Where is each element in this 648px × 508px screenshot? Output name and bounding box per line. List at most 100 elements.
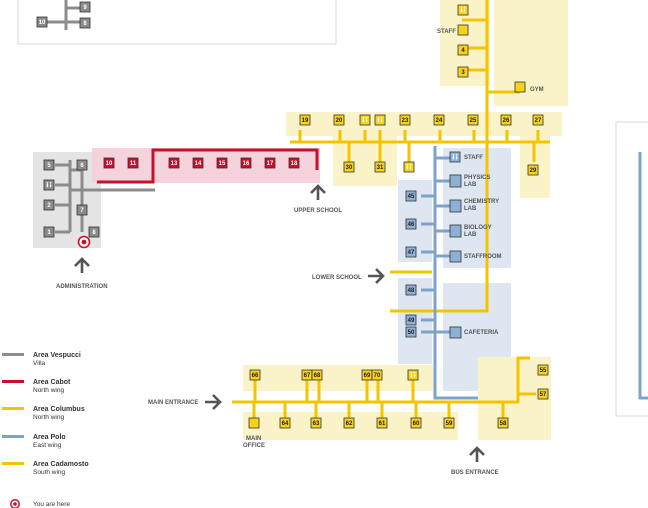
svg-text:3: 3 [461, 70, 465, 76]
room-main-office [248, 417, 260, 429]
svg-text:13: 13 [171, 161, 178, 167]
svg-text:10: 10 [39, 20, 46, 26]
biology-lab-label: BIOLOGY [464, 225, 492, 231]
main-office-label: MAIN [246, 436, 261, 442]
svg-text:25: 25 [470, 118, 477, 124]
svg-text:57: 57 [540, 392, 547, 398]
svg-text:11: 11 [130, 161, 137, 167]
legend-sub-cadamosto: South wing [33, 469, 66, 476]
room-64: 64 [279, 417, 291, 429]
legend-swatch-columbus [2, 407, 24, 410]
legend-sub-vespucci: Villa [33, 360, 46, 367]
svg-text:61: 61 [379, 421, 386, 427]
room-63: 63 [310, 417, 322, 429]
administration-label: ADMINISTRATION [56, 284, 108, 290]
svg-text:18: 18 [291, 161, 298, 167]
room-66: 66 [249, 369, 261, 381]
room-7: 7 [76, 204, 88, 216]
legend-sub-cabot: North wing [33, 387, 64, 394]
staff-north-label: STAFF [437, 29, 456, 35]
legend-name-columbus: Area Columbus [33, 406, 85, 413]
room-2: 2 [43, 199, 55, 211]
main-office-label-2: OFFICE [243, 443, 265, 449]
svg-text:68: 68 [314, 373, 321, 379]
bus-entrance-arrow-icon [469, 446, 485, 462]
svg-text:10: 10 [106, 161, 113, 167]
svg-text:49: 49 [408, 318, 415, 324]
svg-text:7: 7 [80, 208, 84, 214]
svg-text:4: 4 [461, 48, 465, 54]
room-3: 3 [457, 66, 469, 78]
area-columbus-top [286, 112, 562, 136]
room-60: 60 [410, 417, 422, 429]
lower-school-label: LOWER SCHOOL [312, 275, 362, 281]
room-5: 5 [43, 159, 55, 171]
room-10: 10 [103, 157, 115, 169]
room-restroom-south [407, 369, 419, 381]
physics-lab-label-2: LAB [464, 182, 477, 188]
svg-text:60: 60 [413, 421, 420, 427]
chemistry-lab-label: CHEMISTRY [464, 199, 499, 205]
room-physics [449, 174, 462, 188]
legend-name-polo: Area Polo [33, 434, 66, 441]
svg-text:17: 17 [267, 161, 274, 167]
legend-target-icon [10, 499, 20, 508]
svg-text:55: 55 [540, 368, 547, 374]
legend-you-are-here: You are here [10, 499, 70, 508]
svg-text:14: 14 [195, 161, 202, 167]
room-11: 11 [127, 157, 139, 169]
svg-text:64: 64 [282, 421, 289, 427]
legend-item-cabot: Area Cabot North wing [2, 379, 71, 394]
room-restroom-vespucci [43, 179, 55, 191]
room-30: 30 [343, 161, 355, 173]
room-61: 61 [376, 417, 388, 429]
room-staffroom [449, 250, 462, 263]
svg-text:9: 9 [83, 5, 87, 11]
room-14: 14 [192, 157, 204, 169]
svg-text:48: 48 [408, 288, 415, 294]
room-18: 18 [288, 157, 300, 169]
corridor-cadamosto [232, 356, 536, 418]
room-8: 8 [88, 226, 100, 238]
room-19: 19 [299, 114, 311, 126]
legend-swatch-cadamosto [2, 462, 24, 465]
room-gym [514, 81, 526, 93]
staffroom-label: STAFFROOM [464, 254, 502, 260]
area-cadamosto-top [243, 365, 433, 391]
upper-school-label: UPPER SCHOOL [294, 208, 342, 214]
svg-text:2: 2 [47, 203, 51, 209]
administration-arrow-icon [74, 257, 90, 273]
room-27: 27 [532, 114, 544, 126]
main-entrance-label: MAIN ENTRANCE [148, 400, 198, 406]
room-46: 46 [405, 218, 417, 230]
legend-name-cadamosto: Area Cadamosto [33, 461, 89, 468]
room-6: 6 [76, 159, 88, 171]
legend-sub-polo: East wing [33, 442, 62, 449]
room-26: 26 [500, 114, 512, 126]
area-right-box [615, 121, 648, 417]
room-restroom-top-1 [359, 114, 371, 126]
room-biology [449, 224, 462, 238]
room-staff-north [457, 24, 469, 36]
room-cafeteria [449, 326, 462, 339]
room-50: 50 [405, 326, 417, 338]
svg-text:27: 27 [535, 118, 542, 124]
legend-name-vespucci: Area Vespucci [33, 352, 81, 359]
room-29: 29 [527, 164, 539, 176]
svg-text:70: 70 [374, 373, 381, 379]
room-49: 49 [405, 314, 417, 326]
room-15: 15 [216, 157, 228, 169]
room-67: 67 [301, 369, 313, 381]
area-columbus-mid [333, 136, 397, 186]
main-entrance-arrow-icon [205, 394, 222, 410]
svg-text:45: 45 [408, 194, 415, 200]
legend-swatch-vespucci [2, 353, 24, 356]
legend-swatch-cabot [2, 380, 24, 383]
room-restroom-north [457, 4, 469, 16]
room-restroom-polo [449, 151, 461, 163]
chemistry-lab-label-2: LAB [464, 206, 477, 212]
physics-lab-label: PHYSICS [464, 175, 490, 181]
svg-text:1: 1 [47, 230, 51, 236]
cafeteria-label: CAFETERIA [464, 330, 499, 336]
